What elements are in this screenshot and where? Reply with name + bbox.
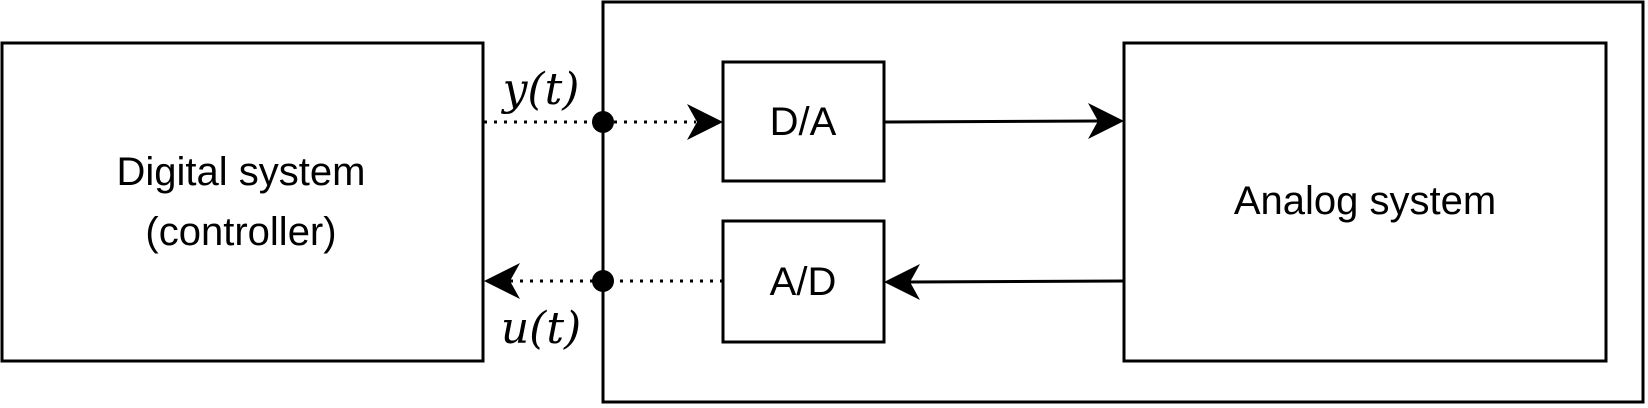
analog-system-label: Analog system [1234, 179, 1496, 223]
y-signal-label: y(t) [501, 64, 580, 115]
digital-system-label-line2: (controller) [145, 210, 336, 254]
arrowhead-icon [1088, 103, 1124, 139]
dac-to-analog-line [883, 119, 1099, 124]
adc-label: A/D [770, 260, 837, 304]
arrowhead-icon [884, 264, 920, 300]
dac-label: D/A [770, 100, 837, 144]
junction-dot-icon [592, 270, 614, 292]
u-signal-label: u(t) [501, 303, 581, 354]
digital-system-block [0, 41, 485, 363]
adc-block [721, 219, 886, 344]
dac-block [721, 60, 886, 183]
digital-system-label-line1: Digital system [117, 150, 366, 194]
arrowhead-icon [687, 104, 723, 140]
junction-dot-icon [592, 111, 614, 133]
analog-system-block [1122, 41, 1608, 363]
analog-to-adc-line [909, 279, 1125, 284]
arrowhead-icon [484, 263, 520, 299]
